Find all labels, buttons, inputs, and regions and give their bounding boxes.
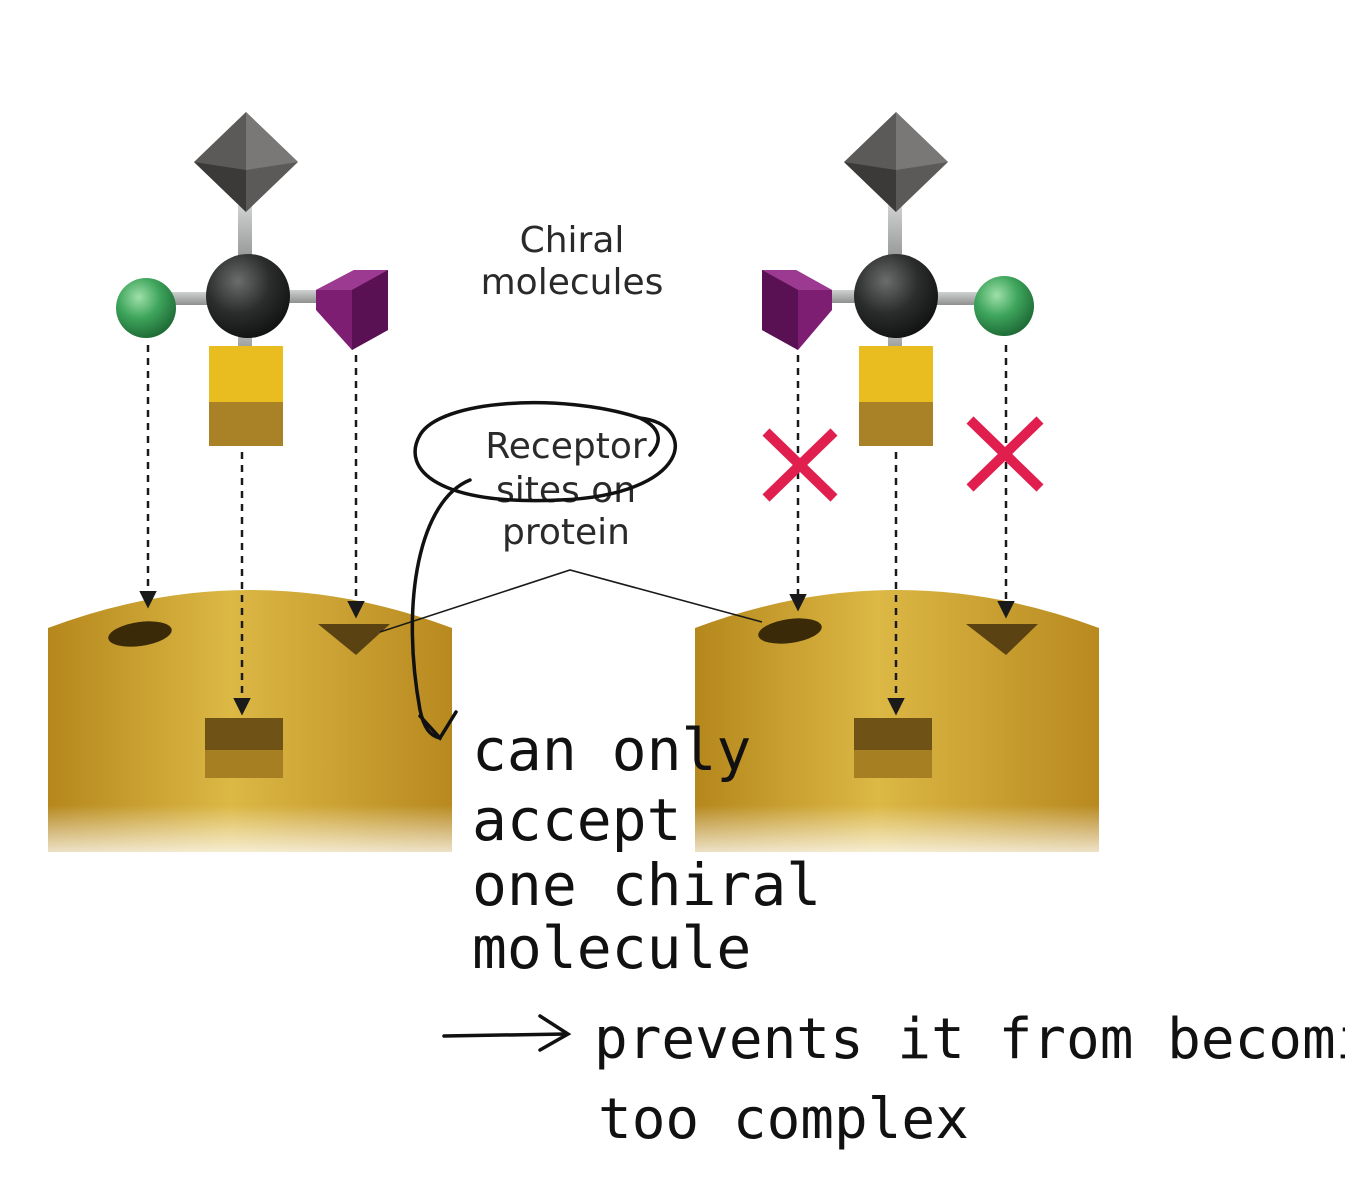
receptor-site-square-right: [854, 718, 932, 778]
mismatch-cross-2: [966, 416, 1044, 492]
chiral-molecule-left: [116, 112, 388, 446]
chiral-molecule-right: [762, 112, 1034, 446]
green-sphere-left: [116, 278, 176, 338]
central-atom-left: [206, 254, 290, 338]
handwritten-circle: [410, 400, 677, 741]
receptor-site-wedge-left: [318, 624, 390, 655]
note2-line1: prevents it from becoming: [594, 1007, 1345, 1072]
receptor-site-round-right: [758, 618, 822, 644]
purple-wedge-left: [316, 270, 388, 350]
yellow-cube-left: [209, 346, 283, 446]
handwritten-curved-arrow: [410, 478, 472, 740]
gray-cube-left: [194, 112, 298, 212]
gray-cube-right: [844, 112, 948, 212]
note2-line2: too complex: [598, 1087, 969, 1152]
yellow-cube-right: [859, 346, 933, 446]
note1-line2: accept: [472, 786, 682, 854]
green-sphere-right: [974, 276, 1034, 336]
protein-right: [695, 590, 1099, 852]
receptor-label-line1: Receptor: [485, 426, 646, 467]
receptor-site-round-left: [108, 621, 172, 647]
receptor-site-square-left: [205, 718, 283, 778]
note1-line4: molecule: [472, 914, 751, 982]
binding-arrows: [139, 345, 1015, 716]
receptor-site-wedge-right: [966, 624, 1038, 655]
chiral-label-line1: Chiral: [520, 220, 625, 261]
mismatch-cross-1: [762, 428, 838, 502]
receptor-label-line3: protein: [502, 512, 630, 553]
protein-left: [48, 590, 452, 852]
chiral-label-line2: molecules: [481, 262, 664, 303]
note1-line1: can only: [472, 716, 751, 784]
purple-wedge-right: [762, 270, 832, 350]
receptor-leader-lines: [379, 569, 763, 633]
receptor-label-line2: sites on: [496, 470, 636, 511]
central-atom-right: [854, 254, 938, 338]
note1-line3: one chiral: [472, 851, 821, 919]
handwritten-arrow: [442, 1014, 572, 1052]
